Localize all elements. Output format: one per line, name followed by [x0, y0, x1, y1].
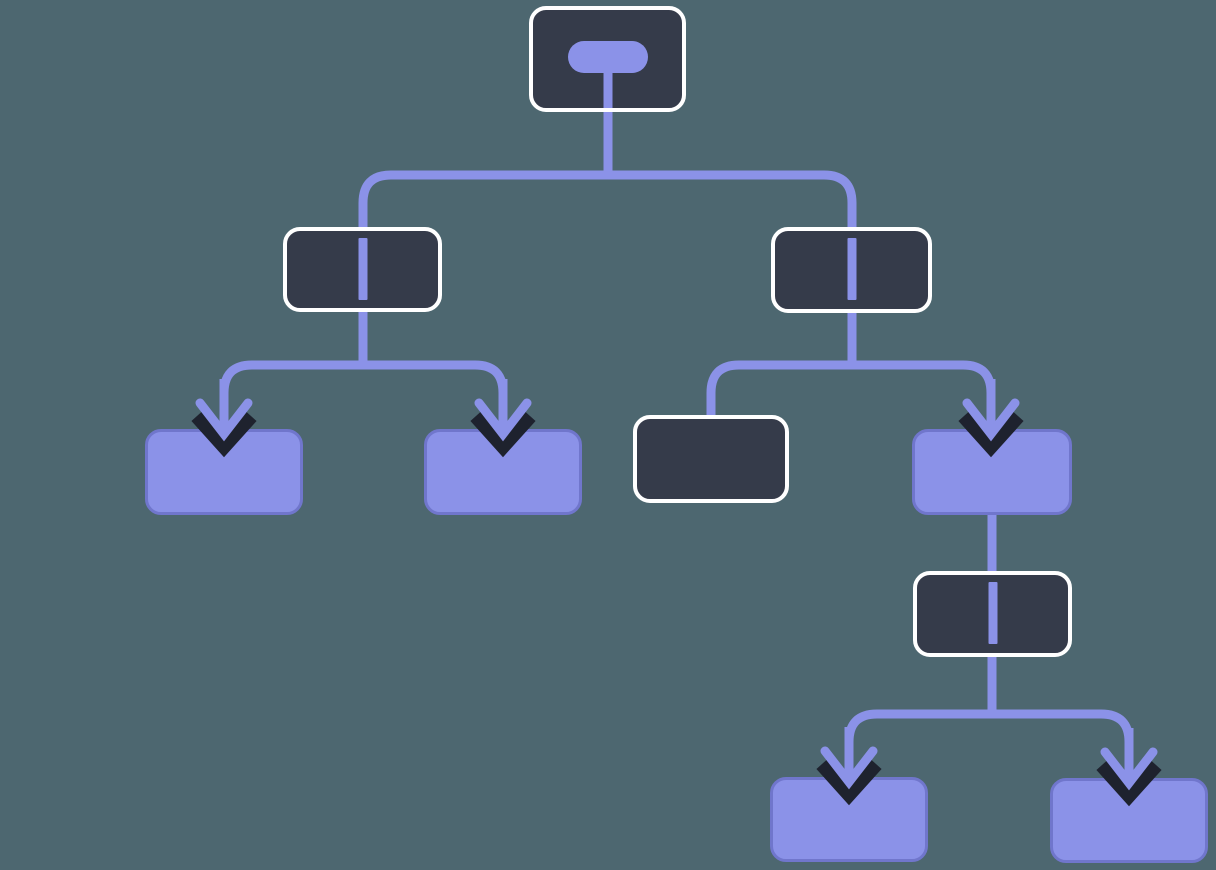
node-leaf-b[interactable] — [424, 429, 582, 515]
node-leaf-d[interactable] — [912, 429, 1072, 515]
placeholder-bar-icon — [988, 582, 997, 644]
node-branch-left[interactable] — [283, 227, 442, 312]
node-leaf-a[interactable] — [145, 429, 303, 515]
node-leaf-c[interactable] — [633, 415, 789, 503]
edge-bus-left — [219, 360, 508, 424]
edge-bus-level1 — [358, 170, 857, 232]
node-leaf-g[interactable] — [1050, 778, 1208, 863]
placeholder-pill-icon — [567, 41, 648, 73]
node-branch-bottom[interactable] — [913, 571, 1072, 657]
placeholder-bar-icon — [847, 238, 856, 300]
placeholder-stem-icon — [603, 71, 612, 108]
node-branch-right[interactable] — [771, 227, 932, 313]
placeholder-bar-icon — [358, 238, 367, 300]
edge-bus-bottom — [844, 709, 1134, 770]
node-root[interactable] — [529, 6, 686, 112]
node-leaf-f[interactable] — [770, 777, 928, 862]
